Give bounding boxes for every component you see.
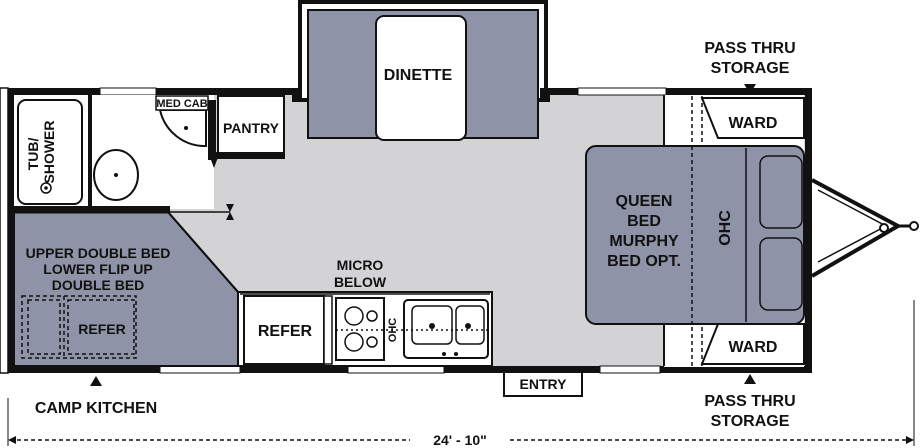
bathroom — [14, 95, 220, 214]
pass-thru-bottom-arrow — [744, 374, 756, 384]
dimension-line — [7, 300, 915, 446]
queen-bed-label-line4: BED OPT. — [607, 253, 681, 270]
pass-thru-top-label-line1: PASS THRU — [704, 40, 795, 57]
ward-bottom-label: WARD — [729, 339, 778, 356]
tub-shower — [17, 99, 83, 205]
pass-thru-top-label-line2: STORAGE — [711, 60, 790, 77]
kitchen — [237, 291, 493, 367]
bunk-cabinet-dashed — [21, 295, 137, 359]
micro-label-line2: BELOW — [334, 274, 387, 290]
dinette-slideout — [298, 0, 548, 141]
pantry-label: PANTRY — [223, 120, 280, 136]
ohc-kitchen-label: OHC — [387, 318, 399, 343]
entry-step — [503, 371, 583, 397]
pass-thru-bottom-label-line1: PASS THRU — [704, 393, 795, 410]
tub-shower-label: TUB/ SHOWER — [25, 121, 57, 184]
micro-label-line1: MICRO — [337, 257, 384, 273]
queen-bed — [585, 145, 805, 325]
pillow-bottom — [759, 237, 803, 311]
bunk-label-line1: UPPER DOUBLE BED — [26, 245, 171, 261]
bath-door — [168, 204, 234, 220]
ward-top-label: WARD — [729, 115, 778, 132]
queen-bed-label-line3: MURPHY — [609, 233, 679, 250]
queen-bed-label-line2: BED — [627, 213, 661, 230]
med-cab-label: MED CAB — [156, 98, 207, 110]
hitch-tongue — [810, 178, 919, 278]
dimension-label: 24' - 10" — [433, 432, 487, 448]
corner-sink — [158, 109, 207, 148]
camp-kitchen-label: CAMP KITCHEN — [35, 400, 157, 417]
pass-thru-bottom-label-line2: STORAGE — [711, 413, 790, 430]
bedroom — [585, 95, 805, 367]
camp-kitchen-arrow — [90, 376, 102, 386]
dinette-label: DINETTE — [384, 67, 453, 84]
pantry — [217, 95, 285, 159]
ohc-bedroom-label: OHC — [717, 210, 734, 246]
pass-thru-top-arrow — [744, 84, 756, 94]
wardrobe-top — [700, 97, 805, 139]
bunk-refer-label: REFER — [78, 321, 125, 337]
bunk-label-line2: LOWER FLIP UP — [43, 261, 152, 277]
cooktop — [335, 297, 385, 361]
bunk-label-line3: DOUBLE BED — [52, 277, 145, 293]
entry-label: ENTRY — [520, 376, 568, 392]
kitchen-refer-label: REFER — [258, 323, 313, 340]
kitchen-refer — [243, 295, 325, 365]
pillow-top — [759, 155, 803, 229]
queen-bed-label-line1: QUEEN — [616, 193, 673, 210]
